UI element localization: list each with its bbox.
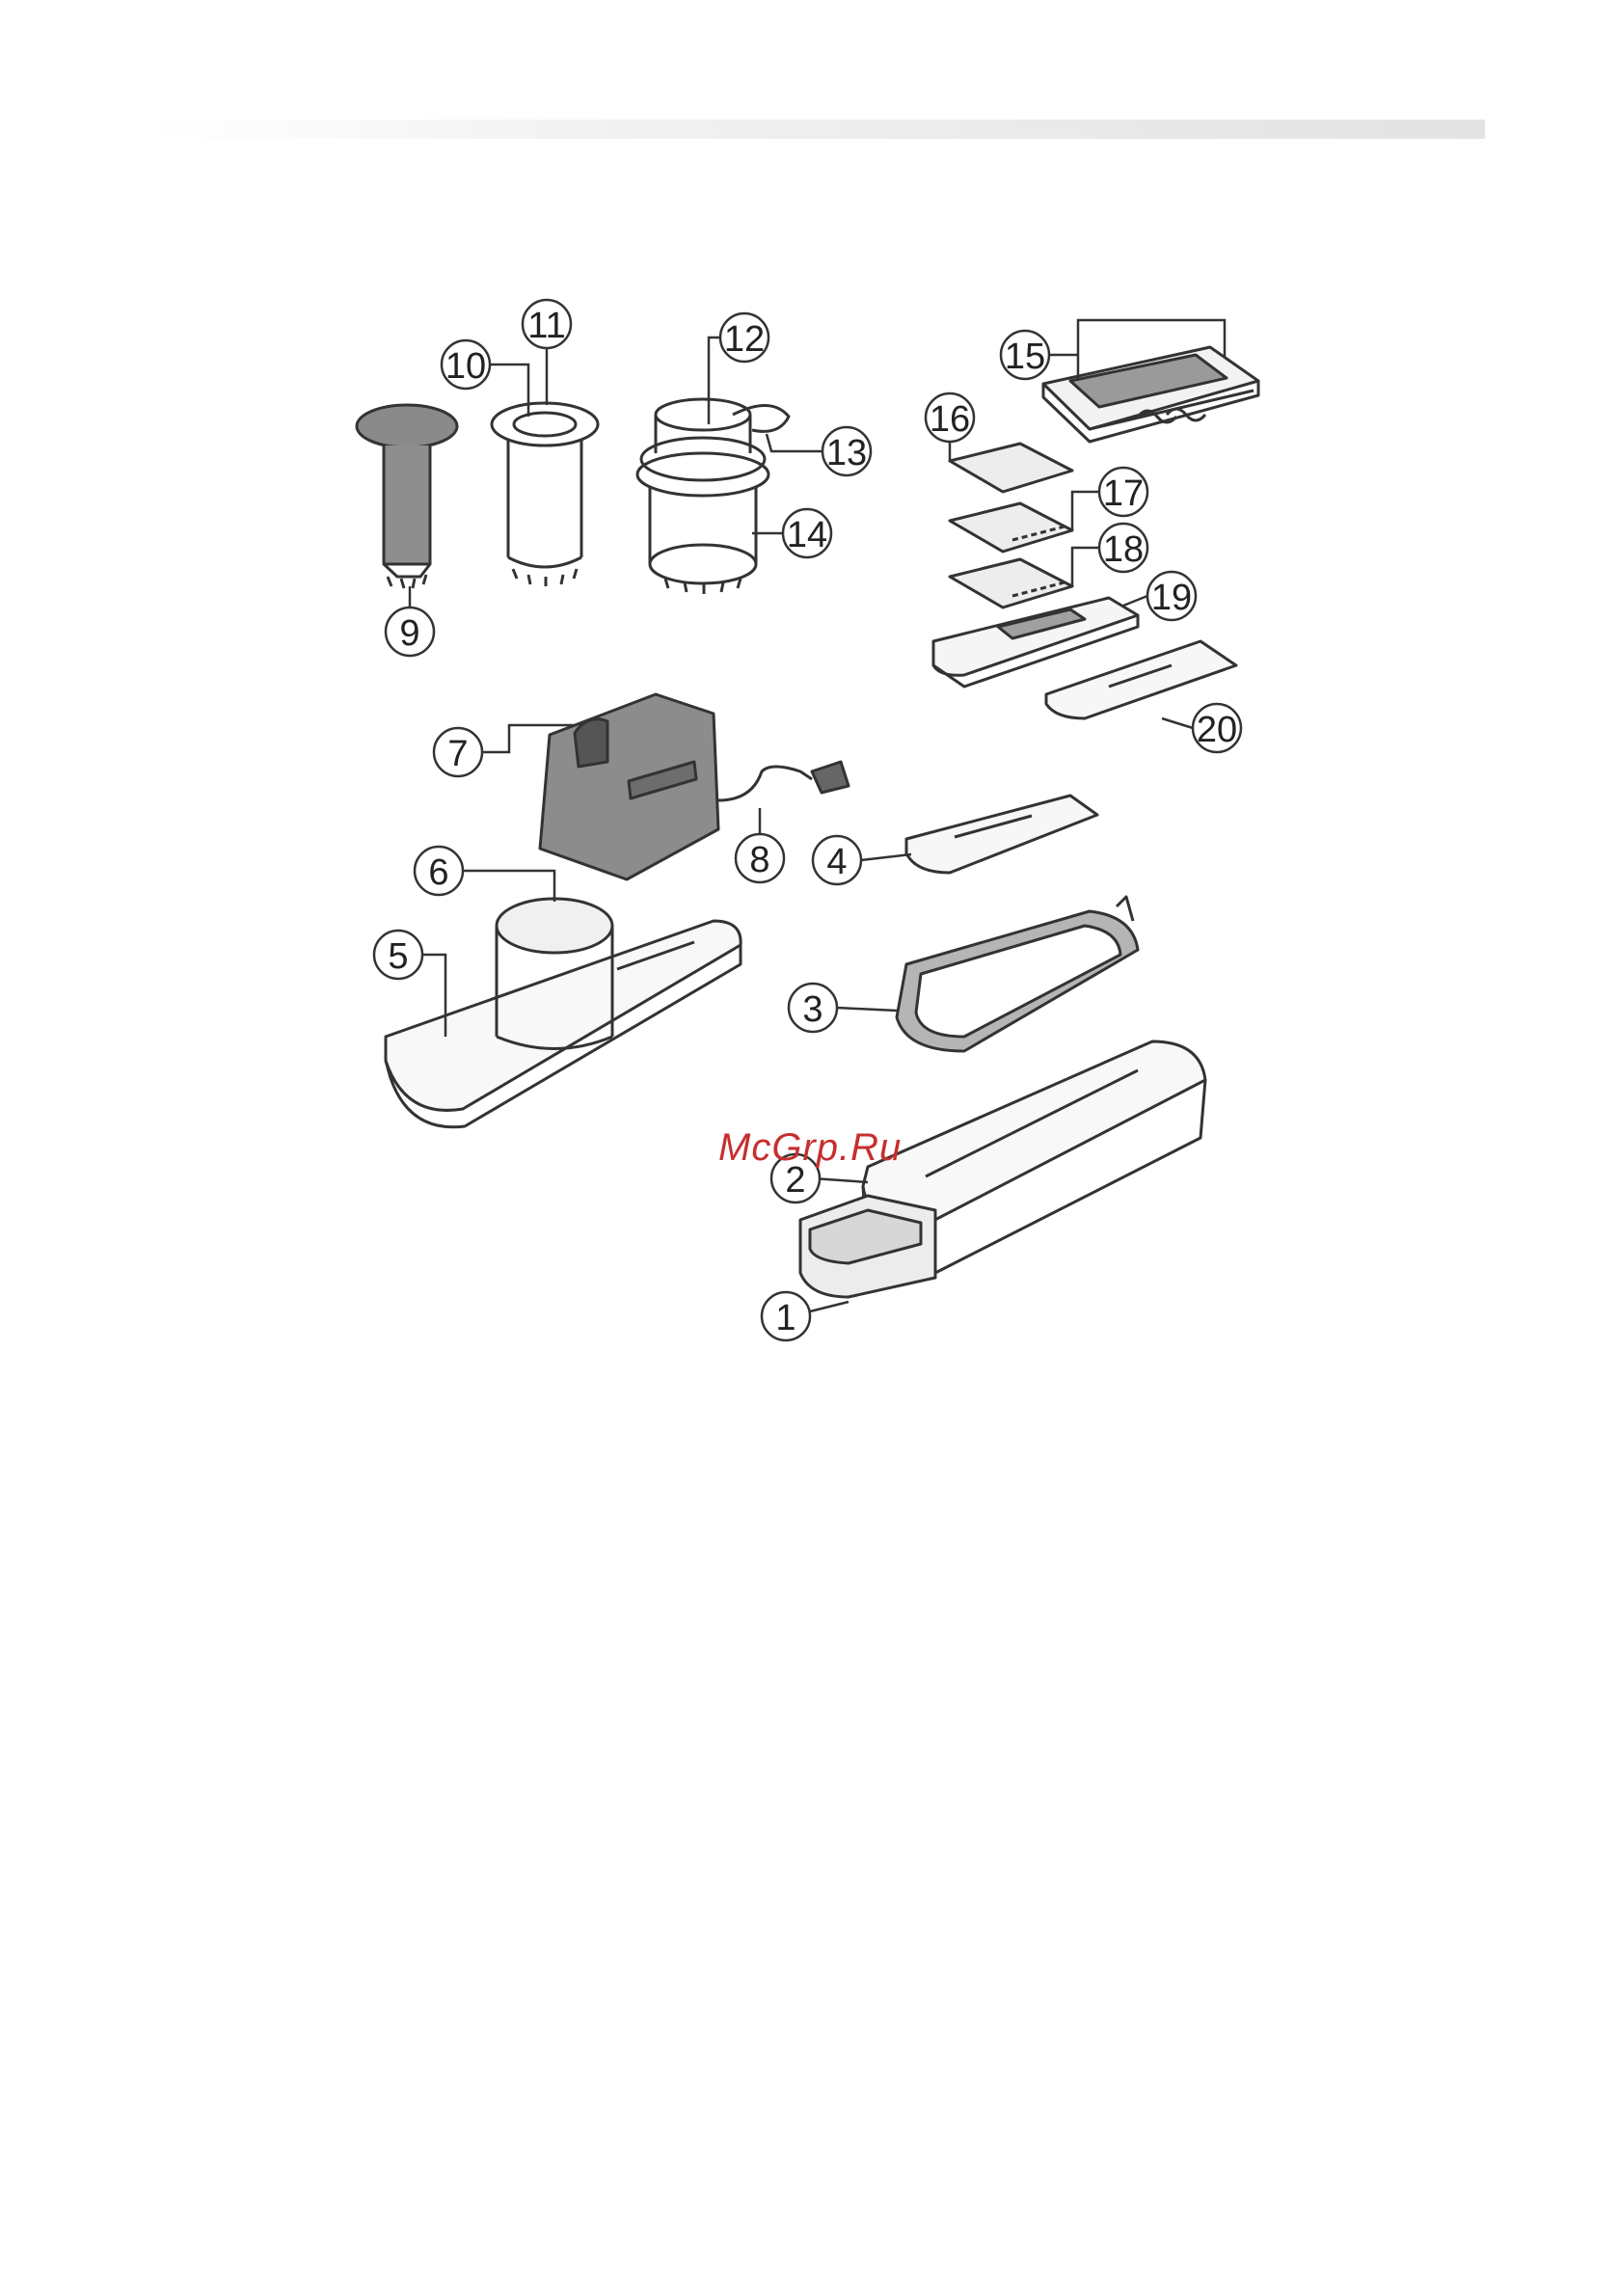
part-label-5: 5	[388, 936, 408, 977]
part-label-19: 19	[1151, 578, 1192, 618]
part-label-4: 4	[826, 842, 847, 882]
part-label-1: 1	[775, 1298, 796, 1338]
slide-tray-drawing	[386, 899, 741, 1127]
part-label-6: 6	[428, 852, 448, 893]
callout-13: 13	[767, 427, 871, 475]
callout-16: 16	[926, 393, 974, 461]
callout-11: 11	[523, 300, 571, 405]
part-label-12: 12	[724, 319, 765, 360]
blade-inserts-drawing	[950, 444, 1072, 608]
part-label-7: 7	[447, 734, 468, 774]
part-label-15: 15	[1005, 337, 1045, 377]
frame-ring-drawing	[897, 897, 1138, 1051]
feed-tube-drawing	[492, 403, 598, 586]
part-label-8: 8	[749, 840, 769, 880]
part-label-20: 20	[1197, 710, 1237, 750]
callout-8: 8	[736, 808, 784, 882]
callout-4: 4	[813, 836, 911, 884]
part-label-14: 14	[787, 515, 827, 555]
callout-9: 9	[386, 586, 434, 656]
grating-plates-drawing	[1043, 347, 1258, 442]
part-label-11: 11	[527, 306, 565, 346]
part-label-10: 10	[445, 346, 486, 387]
part-label-18: 18	[1103, 529, 1144, 570]
part-label-9: 9	[399, 613, 419, 654]
part-label-17: 17	[1103, 473, 1144, 514]
part-label-16: 16	[930, 399, 970, 440]
callout-14: 14	[752, 509, 831, 557]
motor-unit-drawing	[540, 694, 849, 879]
callout-17: 17	[1072, 468, 1147, 530]
callout-12: 12	[709, 313, 769, 424]
blade-holder-drawing	[906, 796, 1097, 873]
callout-3: 3	[789, 984, 897, 1032]
callout-1: 1	[762, 1292, 849, 1340]
callout-18: 18	[1072, 524, 1147, 586]
pusher-drawing	[357, 405, 457, 588]
callout-6: 6	[415, 847, 554, 902]
cylinder-assembly-drawing	[637, 399, 789, 594]
part-label-3: 3	[802, 989, 822, 1030]
callout-20: 20	[1162, 704, 1241, 752]
watermark-text: McGrp.Ru	[718, 1126, 902, 1170]
part-label-13: 13	[826, 433, 867, 473]
